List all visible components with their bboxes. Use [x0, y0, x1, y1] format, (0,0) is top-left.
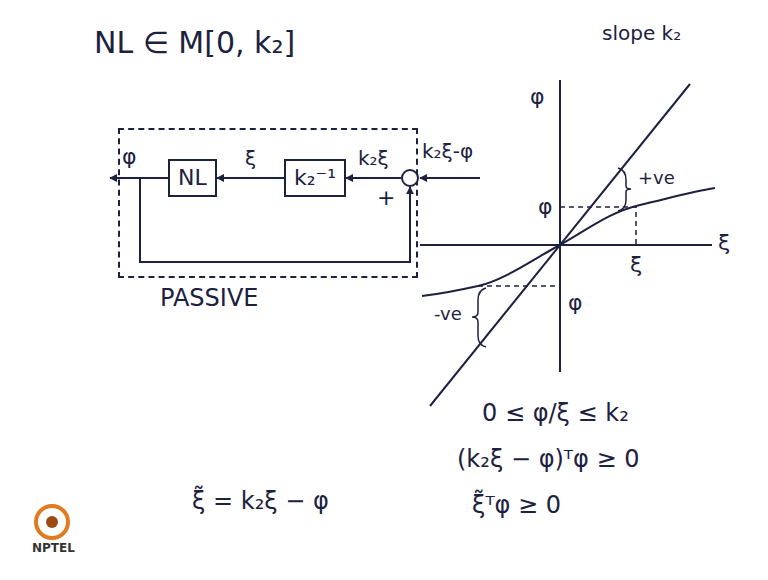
dashed-guide	[478, 285, 560, 287]
signal-line	[217, 177, 284, 179]
signal-name: ξ	[243, 147, 258, 170]
watermark: NPTEL	[30, 542, 77, 556]
signal-definition: ξ̃ = k₂ξ − φ	[190, 488, 331, 516]
output-arrow	[110, 177, 140, 179]
logo-ring	[36, 506, 68, 538]
signal-line	[346, 177, 401, 179]
gap-bracket	[472, 288, 486, 347]
tick-label: ξ	[628, 252, 644, 277]
signal-name: k₂ξ-φ	[420, 140, 475, 163]
nonlinearity-curve	[560, 188, 715, 245]
phi-axis	[559, 80, 561, 372]
dashed-guide	[560, 207, 636, 245]
signal-name: k₂ξ	[356, 147, 391, 170]
sector-inequality: 0 ≤ φ/ξ ≤ k₂	[480, 400, 631, 428]
slope-note: slope k₂	[600, 22, 683, 45]
block-box: NL	[168, 159, 217, 197]
passivity-inequality: (k₂ξ − φ)ᵀφ ≥ 0	[455, 446, 642, 474]
heading: NL ∈ M[0, k₂]	[92, 26, 297, 61]
gap-note: +ve	[636, 168, 677, 189]
axis-label: φ	[528, 84, 547, 109]
xi-axis	[420, 244, 712, 246]
passivity-inequality: ξ̃ᵀφ ≥ 0	[470, 492, 563, 520]
axis-label: ξ	[716, 230, 732, 255]
signal-name: φ	[120, 144, 139, 169]
gap-bracket	[618, 168, 631, 211]
summing-junction: +	[401, 169, 419, 187]
block-box: k₂⁻¹	[284, 159, 346, 197]
logo-core	[46, 516, 58, 528]
sign-mark: +	[377, 187, 395, 209]
region-heading: PASSIVE	[160, 284, 258, 312]
block-label: k₂⁻¹	[294, 165, 336, 190]
tick-label: φ	[566, 290, 585, 315]
nonlinearity-curve	[422, 245, 560, 296]
block-label: NL	[178, 165, 207, 190]
gap-note: -ve	[432, 304, 464, 325]
input-arrow	[420, 177, 480, 179]
tick-label: φ	[536, 194, 555, 219]
